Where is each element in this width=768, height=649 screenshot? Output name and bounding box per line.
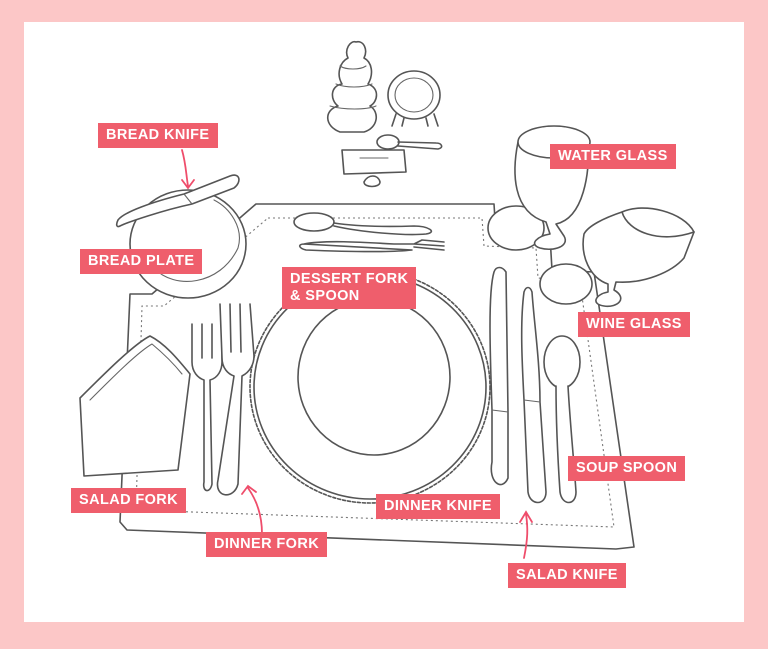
- wine-glass-drawing: [539, 207, 695, 308]
- place-card: [341, 149, 407, 188]
- arrow-bread-knife: [181, 149, 195, 190]
- label-water-glass: WATER GLASS: [550, 144, 676, 169]
- label-bread-knife: BREAD KNIFE: [98, 123, 218, 148]
- dessert-fork-and-spoon: [293, 212, 445, 253]
- dinner-knife-drawing: [489, 266, 509, 486]
- arrow-salad-knife: [519, 510, 533, 559]
- label-bread-plate: BREAD PLATE: [80, 249, 203, 274]
- label-salad-fork: SALAD FORK: [71, 488, 187, 513]
- napkin: [79, 335, 191, 477]
- illustration-frame: BREAD KNIFE BREAD PLATE DESSERT FORK & S…: [24, 22, 744, 622]
- arrow-dinner-fork: [241, 484, 263, 535]
- bread-plate-drawing: [115, 174, 247, 299]
- table-setting-drawing: [79, 40, 695, 559]
- label-soup-spoon: SOUP SPOON: [568, 456, 686, 481]
- label-dinner-knife: DINNER KNIFE: [376, 494, 500, 519]
- label-dessert-fork-spoon-line1: DESSERT FORK: [290, 271, 409, 287]
- label-dessert-fork-spoon: DESSERT FORK & SPOON: [282, 267, 417, 309]
- salad-knife-drawing: [520, 286, 547, 504]
- label-dessert-fork-spoon-line2: & SPOON: [290, 288, 360, 304]
- small-spoon: [376, 134, 443, 150]
- label-wine-glass: WINE GLASS: [578, 312, 690, 337]
- salt-pepper-shakers: [326, 40, 441, 133]
- label-dinner-fork: DINNER FORK: [206, 532, 328, 557]
- pointer-arrows: [181, 149, 533, 559]
- label-salad-knife: SALAD KNIFE: [508, 563, 626, 588]
- salad-fork-drawing: [191, 323, 223, 492]
- dinner-fork-drawing: [216, 303, 255, 496]
